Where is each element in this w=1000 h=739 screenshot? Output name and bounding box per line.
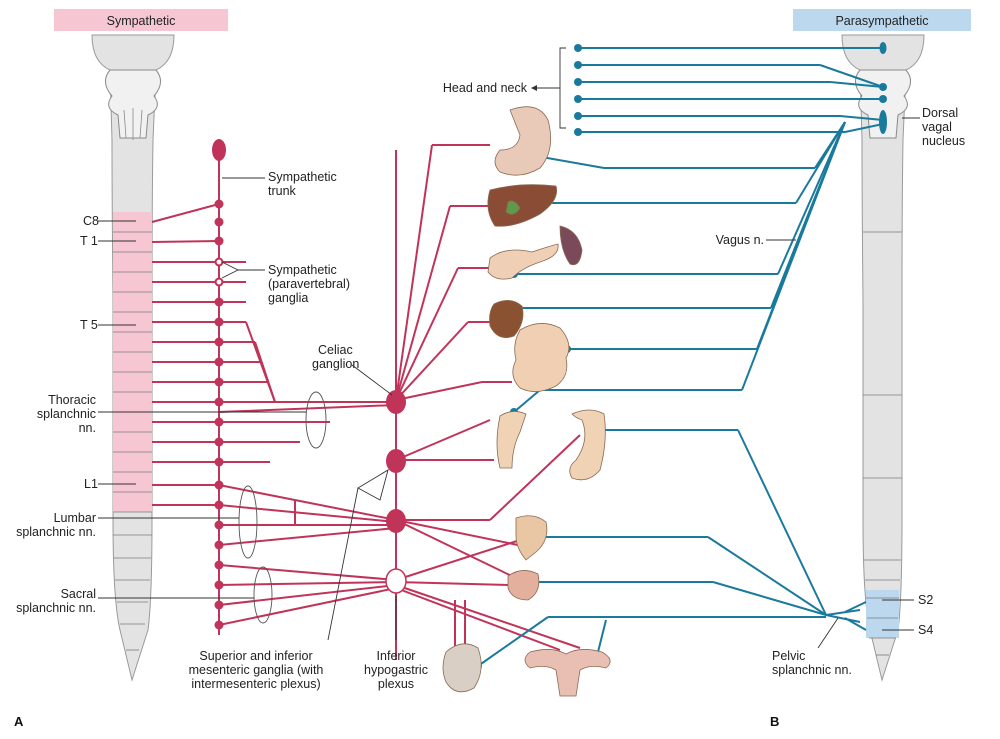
label-pelvic-2: splanchnic nn.	[772, 663, 852, 677]
label-t5: T 5	[80, 318, 98, 332]
kidney-illustration	[489, 300, 524, 339]
gallbladder-illustration	[505, 200, 521, 215]
celiac-ganglion	[386, 390, 406, 414]
inferior-mesenteric-ganglion	[386, 509, 406, 533]
label-mesenteric-2: mesenteric ganglia (with	[189, 663, 324, 677]
ascending-colon-illustration	[496, 411, 527, 469]
rectum-illustration	[515, 515, 548, 561]
sympathetic-nerves	[151, 144, 581, 660]
label-symp-ganglia-2: (paravertebral)	[268, 277, 350, 291]
label-lumbar-2: splanchnic nn.	[16, 525, 96, 539]
lumbar-brace	[238, 485, 258, 559]
liver-illustration	[487, 184, 558, 227]
label-mesenteric-3: intermesenteric plexus)	[191, 677, 320, 691]
label-symp-ganglia-3: ganglia	[268, 291, 308, 305]
panel-label-a: A	[14, 714, 24, 729]
label-symp-trunk-1: Sympathetic	[268, 170, 337, 184]
label-dorsal-vagal-2: vagal	[922, 120, 952, 134]
head-neck-arrow	[531, 85, 537, 91]
label-sacral-1: Sacral	[61, 587, 96, 601]
label-thoracic-2: splanchnic	[37, 407, 96, 421]
spleen-illustration	[559, 225, 583, 266]
parasympathetic-header: Parasympathetic	[835, 14, 928, 28]
parasympathetic-nerves	[477, 47, 884, 667]
label-head-neck: Head and neck	[443, 81, 528, 95]
label-t1: T 1	[80, 234, 98, 248]
pancreas-illustration	[487, 243, 559, 280]
descending-colon-illustration	[569, 409, 606, 481]
parasympathetic-header-box	[793, 9, 971, 31]
left-spinal-cord	[91, 34, 175, 682]
label-symp-ganglia-1: Sympathetic	[268, 263, 337, 277]
stomach-illustration	[494, 106, 552, 176]
label-celiac-1: Celiac	[318, 343, 353, 357]
label-celiac-2: ganglion	[312, 357, 359, 371]
label-hypogastric-3: plexus	[378, 677, 414, 691]
label-hypogastric-2: hypogastric	[364, 663, 428, 677]
label-thoracic-1: Thoracic	[48, 393, 96, 407]
label-c8: C8	[83, 214, 99, 228]
superior-mesenteric-ganglion	[386, 449, 406, 473]
male-genitalia-illustration	[442, 643, 482, 693]
label-pelvic-1: Pelvic	[772, 649, 805, 663]
sympathetic-ganglia-dots	[212, 139, 226, 630]
label-dorsal-vagal-1: Dorsal	[922, 106, 958, 120]
inferior-hypogastric-plexus	[385, 568, 407, 594]
label-s4: S4	[918, 623, 933, 637]
panel-label-b: B	[770, 714, 779, 729]
label-hypogastric-1: Inferior	[377, 649, 416, 663]
small-intestine-illustration	[512, 323, 570, 392]
label-thoracic-3: nn.	[79, 421, 96, 435]
sympathetic-header-box	[54, 9, 228, 31]
thoracic-brace	[305, 391, 327, 449]
label-dorsal-vagal-3: nucleus	[922, 134, 965, 148]
label-vagus: Vagus n.	[716, 233, 764, 247]
label-lumbar-1: Lumbar	[54, 511, 96, 525]
label-s2: S2	[918, 593, 933, 607]
label-l1: L1	[84, 477, 98, 491]
label-sacral-2: splanchnic nn.	[16, 601, 96, 615]
paravertebral-ganglion-marker	[215, 278, 223, 286]
paravertebral-ganglion-marker	[215, 258, 223, 266]
sympathetic-header: Sympathetic	[107, 14, 176, 28]
sacral-brace	[253, 566, 273, 624]
label-mesenteric-1: Superior and inferior	[199, 649, 312, 663]
organ-illustrations	[442, 106, 611, 697]
label-symp-trunk-2: trunk	[268, 184, 297, 198]
uterus-illustration	[524, 649, 611, 697]
bladder-illustration	[507, 570, 540, 601]
